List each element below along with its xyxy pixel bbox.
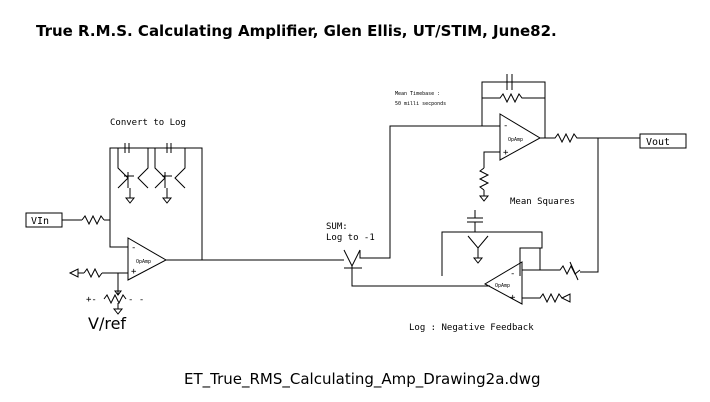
sum-transistor [340,125,500,276]
vref-polarity-minus: - - [128,295,144,305]
mean-timebase-value: 50 milli secponds [395,101,446,107]
vref-network: +- - - [68,267,144,315]
drawing-filename: ET_True_RMS_Calculating_Amp_Drawing2a.dw… [184,370,541,389]
opamp-log-converter: - + OpAmp [127,237,168,281]
vout-terminal: Vout [639,133,687,149]
opamp-mean-squares: - + OpAmp [483,261,523,305]
timebase-ground-resistor [478,151,500,202]
svg-text:OpAmp: OpAmp [495,283,510,289]
svg-text:+: + [131,267,137,277]
svg-text:+: + [503,148,509,158]
svg-text:-: - [503,121,508,131]
vout-label: Vout [646,137,670,148]
svg-text:-: - [131,243,136,253]
svg-text:OpAmp: OpAmp [136,259,151,265]
convert-to-log-label: Convert to Log [110,118,186,128]
vref-polarity-plus: +- [86,295,97,305]
mean-timebase-label: Mean Timebase : [395,91,440,97]
mean-squares-feedback [441,210,543,276]
log-transistor-pair [117,148,186,204]
svg-text:OpAmp: OpAmp [508,137,523,143]
drawing-title: True R.M.S. Calculating Amplifier, Glen … [36,22,557,40]
opamp-mean-timebase: - + OpAmp [499,113,542,161]
vin-terminal: VIn [25,212,63,228]
svg-text:+: + [510,293,516,303]
mean-timebase-feedback [481,74,546,138]
log-feedback-capacitors [118,143,172,153]
vin-label: VIn [31,216,49,227]
input-resistor [81,214,105,226]
sum-log-label: Log to -1 [326,233,375,243]
vref-label: V/ref [88,314,126,333]
mean-squares-label: Mean Squares [510,197,575,207]
sum-label: SUM: [326,222,348,232]
log-negative-feedback-label: Log : Negative Feedback [409,323,534,333]
svg-text:-: - [510,269,515,279]
